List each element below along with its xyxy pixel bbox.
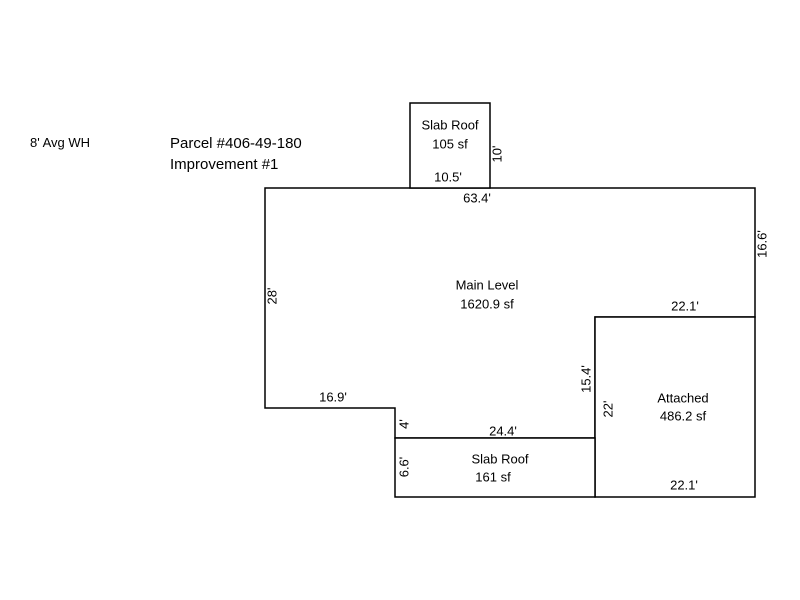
improvement-label: Improvement #1 — [170, 156, 279, 173]
bottom-slab-name: Slab Roof — [471, 451, 529, 467]
parcel-number-label: Parcel #406-49-180 — [170, 135, 302, 152]
dim-main-left: 28' — [264, 287, 280, 305]
attached-outline — [594, 316, 756, 498]
dim-bottom-slab-left: 6.6' — [396, 456, 412, 478]
main-level-area: 1620.9 sf — [460, 296, 514, 312]
dim-attached-top: 22.1' — [671, 298, 699, 314]
bottom-slab-area: 161 sf — [475, 469, 511, 485]
top-slab-area: 105 sf — [432, 136, 468, 152]
dim-attached-bottom: 22.1' — [670, 477, 698, 493]
dim-top-slab-height: 10' — [489, 145, 505, 163]
dim-bottom-slab-top: 24.4' — [489, 423, 517, 439]
dim-attached-left: 22' — [600, 400, 616, 418]
main-level-name: Main Level — [455, 277, 519, 293]
bottom-slab-roof-outline — [394, 437, 596, 498]
avg-wall-height-label: 8' Avg WH — [30, 135, 91, 150]
dim-main-right: 16.6' — [754, 230, 770, 258]
top-slab-roof-outline — [409, 102, 491, 189]
attached-name: Attached — [657, 390, 709, 406]
attached-area: 486.2 sf — [659, 408, 707, 424]
dim-main-top: 63.4' — [463, 190, 491, 206]
dim-main-bottom-left: 16.9' — [319, 389, 347, 405]
dim-main-step: 4' — [396, 419, 412, 429]
dim-main-right-inner: 15.4' — [578, 365, 594, 393]
top-slab-name: Slab Roof — [421, 117, 479, 133]
dim-top-slab-width: 10.5' — [434, 169, 462, 185]
